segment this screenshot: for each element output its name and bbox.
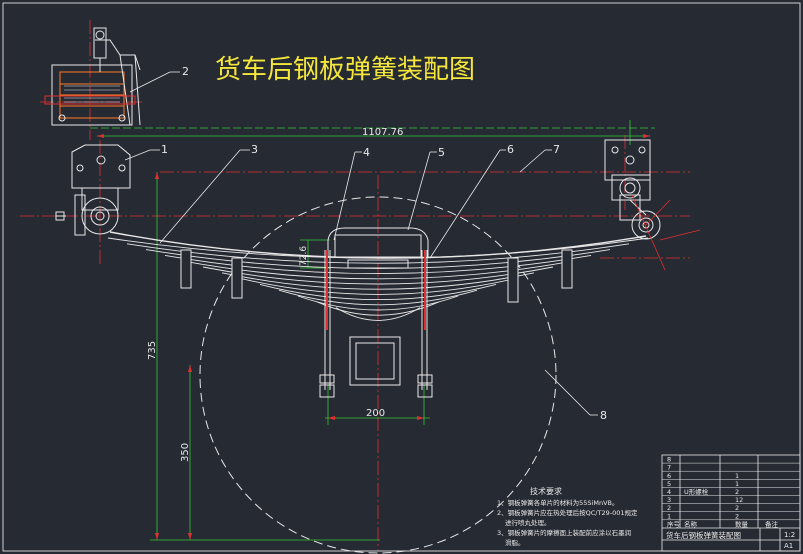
callout-4: 4	[363, 146, 370, 159]
center-lines	[20, 20, 690, 550]
dim-overall-length: 1107.76	[362, 127, 403, 138]
title-block	[661, 454, 801, 552]
clamp-assembly	[319, 227, 433, 398]
spring-leaf	[278, 289, 478, 306]
title-block-cell-remark: 备注	[765, 519, 779, 528]
tb-sheet: A1	[784, 542, 793, 550]
dim-total-height: 735	[147, 341, 158, 360]
spring-leaf	[335, 307, 421, 321]
dim-lower-height: 350	[180, 443, 191, 462]
spring-leaf	[297, 295, 459, 311]
dimension-lines	[90, 120, 655, 541]
tb-drawing-name: 货车后钢板弹簧装配图	[666, 530, 741, 540]
title-block-cell-name: 名称	[684, 519, 698, 528]
construction-lines	[631, 194, 701, 271]
title-block-cell-qty: 12	[735, 496, 743, 504]
rear-shackle	[604, 139, 661, 240]
callout-5: 5	[438, 146, 445, 159]
spring-leaf	[240, 278, 516, 295]
title-block-cell-no: 序号	[667, 519, 681, 528]
dim-clamp-width: 200	[366, 408, 385, 419]
drawing-title: 货车后钢板弹簧装配图	[215, 55, 475, 85]
title-block-cell-qty: 1	[735, 472, 739, 480]
title-block-cell-no: 8	[667, 456, 671, 464]
drawing-texts: 货车后钢板弹簧装配图 1107.76 735 350 72.6 200 1 2 …	[147, 55, 795, 550]
title-block-cell-qty: 2	[735, 488, 739, 496]
notes-line-1: 1、钢板弹簧各单片的材料为55SiMnVB。	[497, 498, 618, 507]
spring-leaf	[126, 243, 630, 264]
title-block-cell-qty: 2	[735, 512, 739, 520]
wheel-envelope-circle	[199, 196, 557, 554]
callout-6: 6	[507, 143, 514, 156]
notes-heading: 技术要求	[530, 486, 562, 496]
callout-3: 3	[251, 143, 258, 156]
callout-1: 1	[161, 143, 168, 156]
notes-line-2: 2、钢板弹簧片应在热处理后按QC/T29-001规定	[497, 508, 638, 517]
spring-leaf	[221, 272, 535, 290]
detail-hatch	[64, 85, 120, 103]
front-bracket	[55, 144, 131, 236]
u-bolt-highlights	[326, 250, 426, 330]
title-block-cell-no: 6	[667, 472, 671, 480]
callout-2: 2	[182, 65, 189, 78]
main-leaf	[109, 231, 647, 259]
title-block-cell-qty: 1	[735, 480, 739, 488]
leader-lines	[124, 71, 598, 416]
dimension-arrows	[97, 134, 650, 540]
title-block-cell-no: 4	[667, 488, 671, 496]
notes-line-5: 滑脂。	[505, 538, 525, 547]
detail-view-shackle	[44, 27, 141, 126]
dim-clamp-height: 72.6	[299, 246, 309, 266]
tb-scale: 1:2	[784, 531, 795, 539]
spring-leaf	[202, 266, 554, 285]
title-block-cell-name: U形螺栓	[684, 487, 709, 496]
title-block-cell-no: 3	[667, 496, 671, 504]
callout-8: 8	[600, 409, 607, 422]
title-block-cell-no: 7	[667, 464, 671, 472]
callout-7: 7	[553, 143, 560, 156]
title-block-rows	[662, 462, 800, 521]
notes-line-3: 进行喷丸处理。	[505, 518, 551, 527]
title-block-cell-qty: 数量	[735, 519, 749, 528]
title-block-cell-qty: 2	[735, 504, 739, 512]
spring-leaf	[164, 254, 592, 275]
rebound-clips	[180, 249, 573, 303]
title-block-cell-no: 1	[667, 512, 671, 520]
title-block-cell-no: 5	[667, 480, 671, 488]
notes-line-4: 3、钢板弹簧片的摩擦面上装配前应涂以石墨润	[497, 528, 631, 537]
title-block-cell-no: 2	[667, 504, 671, 512]
spring-leaf	[259, 283, 497, 301]
